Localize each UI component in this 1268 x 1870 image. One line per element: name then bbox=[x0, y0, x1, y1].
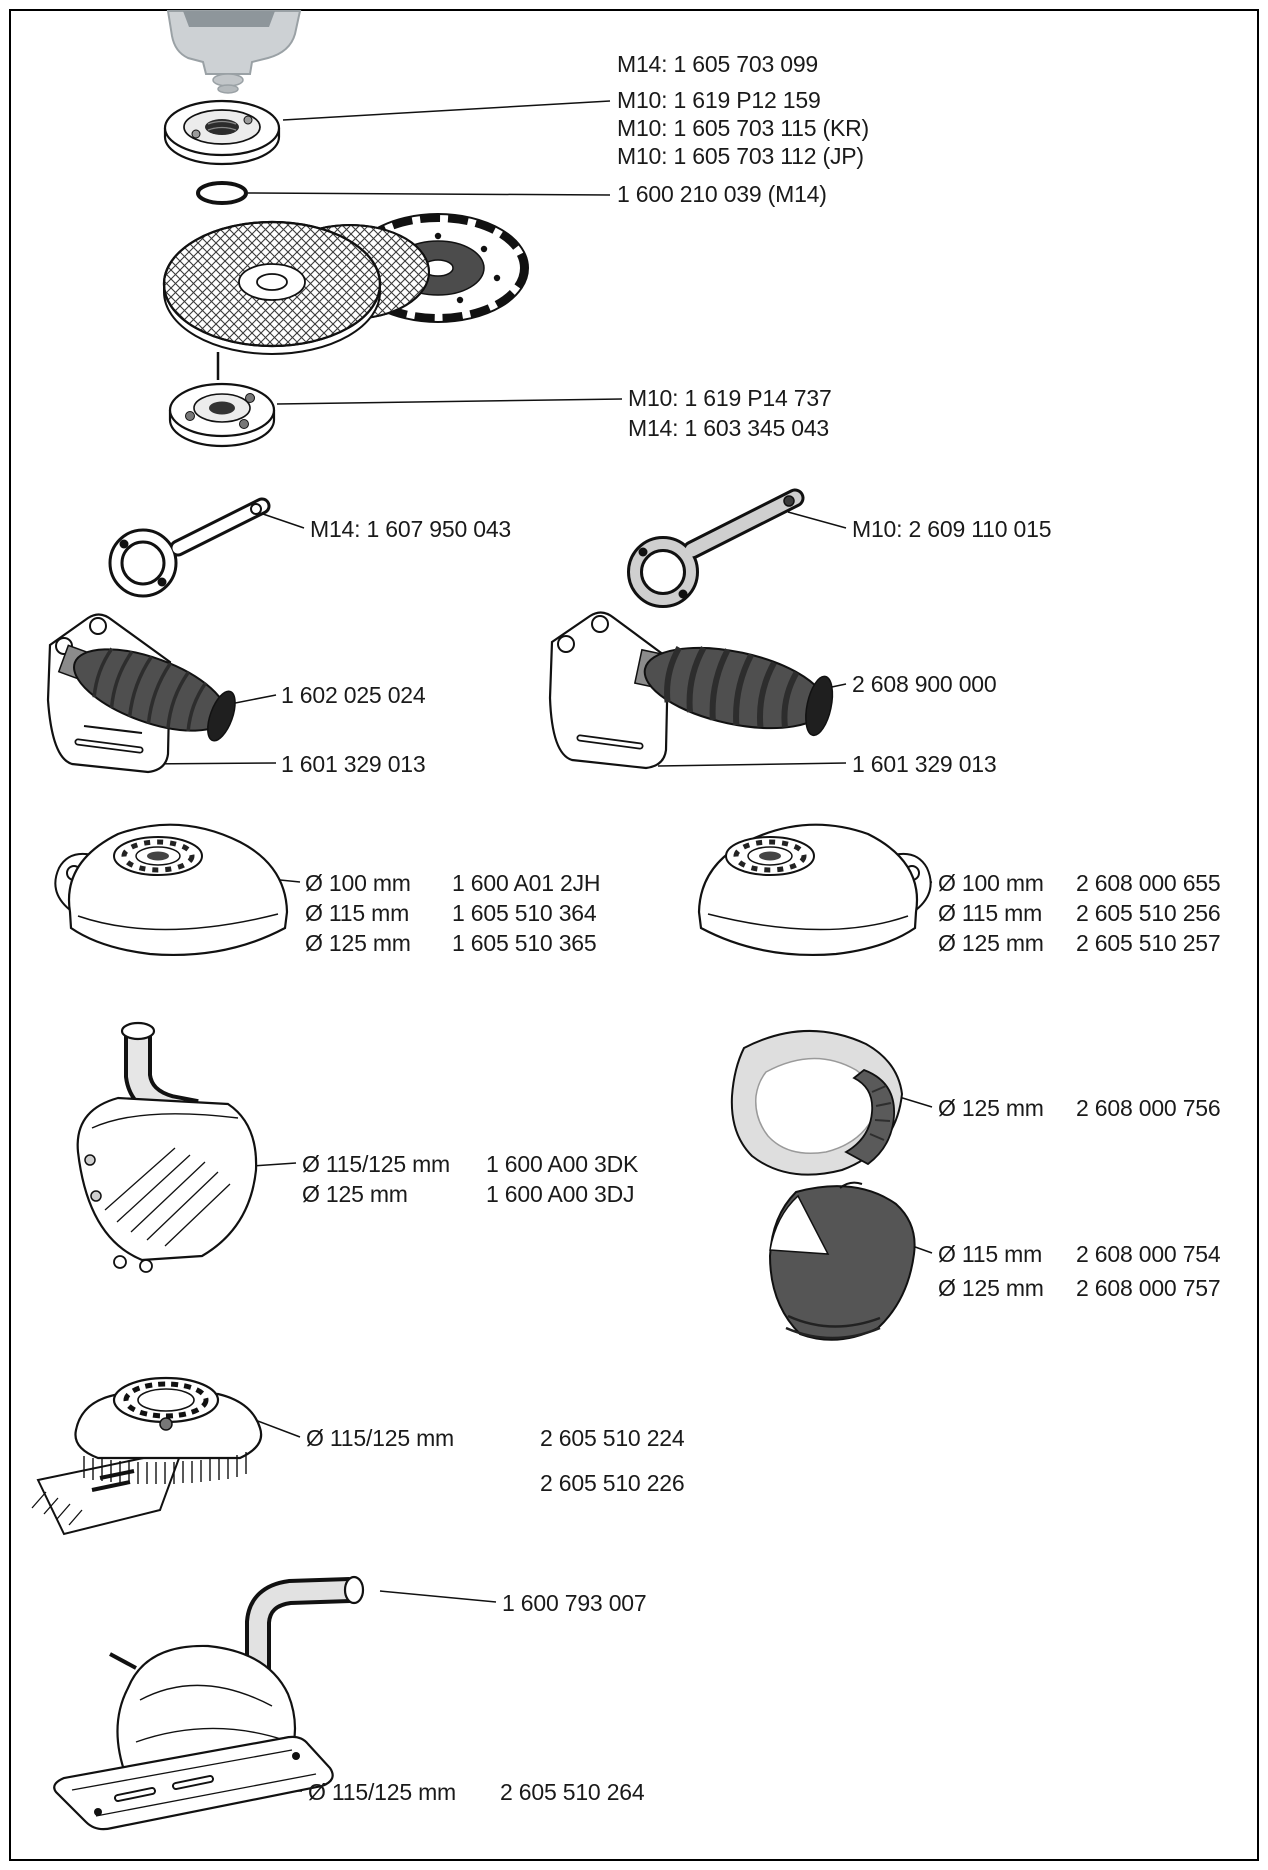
label-guard-left-size-0: Ø 100 mm bbox=[305, 870, 411, 896]
pin-spanner-m10 bbox=[627, 488, 805, 608]
label-flange-option-m10: M10: 1 619 P14 737 bbox=[628, 385, 832, 411]
grinding-disc-large bbox=[162, 220, 382, 355]
label-wrench-m14: M14: 1 607 950 043 bbox=[310, 516, 512, 542]
label-hose-part: 1 600 793 007 bbox=[502, 1590, 647, 1616]
label-guard-right-size-0: Ø 100 mm bbox=[938, 870, 1044, 896]
label-oring-part: 1 600 210 039 (M14) bbox=[617, 181, 827, 207]
wheel-guard-right bbox=[697, 823, 932, 957]
label-guard-right-part-0: 2 608 000 655 bbox=[1076, 870, 1221, 896]
label-guard-left-part-0: 1 600 A01 2JH bbox=[452, 870, 601, 896]
label-nut-option-m14: M14: 1 605 703 099 bbox=[617, 51, 819, 77]
label-cutting-guard-part: 2 605 510 264 bbox=[500, 1779, 645, 1805]
label-surface-size: Ø 115/125 mm bbox=[306, 1425, 455, 1451]
label-handle-left-bracket: 1 601 329 013 bbox=[281, 751, 426, 777]
label-nut-option-m10: M10: 1 619 P12 159 bbox=[617, 87, 821, 113]
clamping-nut bbox=[163, 99, 281, 166]
grinder-head bbox=[166, 10, 302, 94]
label-handle-right-bracket: 1 601 329 013 bbox=[852, 751, 997, 777]
label-guard-right-part-1: 2 605 510 256 bbox=[1076, 900, 1221, 926]
label-nut-option-m10-kr: M10: 1 605 703 115 (KR) bbox=[617, 115, 869, 141]
label-cutting-guard-size: Ø 115/125 mm bbox=[308, 1779, 457, 1805]
label-cutting-cover-part: 2 608 000 756 bbox=[1076, 1095, 1221, 1121]
surface-guard bbox=[31, 1376, 263, 1536]
guard-cover-dark bbox=[768, 1181, 916, 1341]
pin-spanner-m14 bbox=[108, 497, 271, 598]
label-guard-right-size-1: Ø 115 mm bbox=[938, 900, 1043, 926]
label-guard-right-part-2: 2 605 510 257 bbox=[1076, 930, 1221, 956]
label-guard-cover-size-0: Ø 115 mm bbox=[938, 1241, 1043, 1267]
label-extraction-size-1: Ø 125 mm bbox=[302, 1181, 408, 1207]
label-surface-part-0: 2 605 510 224 bbox=[540, 1425, 685, 1451]
label-surface-part-1: 2 605 510 226 bbox=[540, 1470, 685, 1496]
label-extraction-part-1: 1 600 A00 3DJ bbox=[486, 1181, 635, 1207]
label-guard-right-size-2: Ø 125 mm bbox=[938, 930, 1044, 956]
extraction-guard bbox=[76, 1021, 258, 1273]
side-handle-right bbox=[548, 611, 834, 770]
label-extraction-size-0: Ø 115/125 mm bbox=[302, 1151, 451, 1177]
side-handle-left bbox=[46, 613, 236, 774]
o-ring bbox=[196, 181, 248, 205]
label-guard-left-size-2: Ø 125 mm bbox=[305, 930, 411, 956]
cutting-guard-cover bbox=[730, 1030, 904, 1176]
wheel-guard-left bbox=[54, 823, 289, 957]
label-nut-option-m10-jp: M10: 1 605 703 112 (JP) bbox=[617, 143, 864, 169]
disc-set bbox=[162, 213, 529, 380]
label-guard-left-part-1: 1 605 510 364 bbox=[452, 900, 597, 926]
label-extraction-part-0: 1 600 A00 3DK bbox=[486, 1151, 639, 1177]
label-guard-cover-part-0: 2 608 000 754 bbox=[1076, 1241, 1221, 1267]
label-handle-left-grip: 1 602 025 024 bbox=[281, 682, 426, 708]
label-guard-cover-size-1: Ø 125 mm bbox=[938, 1275, 1044, 1301]
label-handle-right-grip: 2 608 900 000 bbox=[852, 671, 997, 697]
label-cutting-cover-size: Ø 125 mm bbox=[938, 1095, 1044, 1121]
label-guard-left-size-1: Ø 115 mm bbox=[305, 900, 410, 926]
backing-flange bbox=[168, 382, 276, 448]
label-wrench-m10: M10: 2 609 110 015 bbox=[852, 516, 1052, 542]
label-guard-cover-part-1: 2 608 000 757 bbox=[1076, 1275, 1221, 1301]
cutting-guard-system bbox=[53, 1575, 365, 1831]
label-flange-option-m14: M14: 1 603 345 043 bbox=[628, 415, 830, 441]
label-guard-left-part-2: 1 605 510 365 bbox=[452, 930, 597, 956]
